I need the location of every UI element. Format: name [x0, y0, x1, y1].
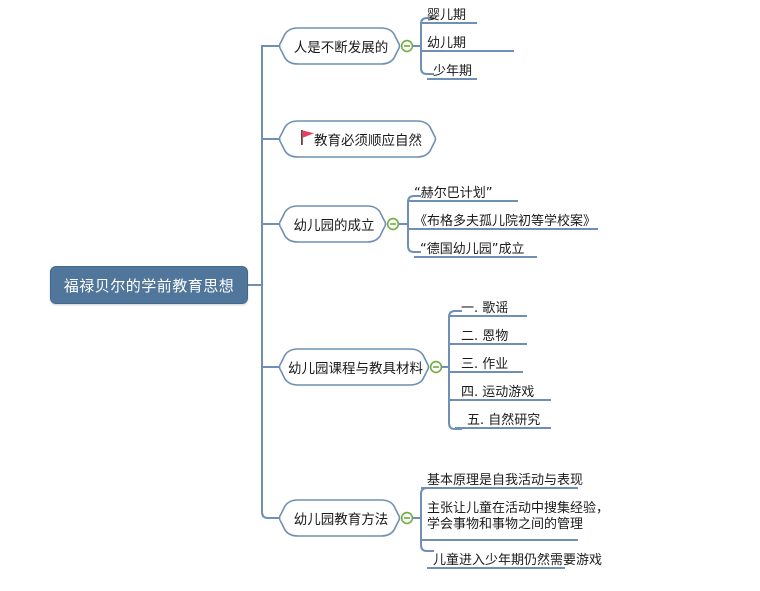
leaf-node[interactable]: 幼儿期	[427, 36, 467, 51]
branch-node-2[interactable]: 教育必须顺应自然	[281, 121, 437, 157]
root-label: 福禄贝尔的学前教育思想	[63, 276, 235, 295]
leaf-node[interactable]: 五. 自然研究	[467, 413, 541, 428]
branch-4-label: 幼儿园课程与教具材料	[288, 361, 423, 377]
branch-4-toggle-icon	[429, 360, 443, 374]
leaf-node[interactable]: 少年期	[433, 64, 473, 79]
branch-2-text: 教育必须顺应自然	[314, 133, 422, 149]
branch-1-label: 人是不断发展的	[293, 40, 389, 56]
branch-1-toggle-icon	[400, 39, 414, 53]
branch-5-toggle-icon	[400, 511, 414, 525]
main-trunk-line	[261, 45, 269, 519]
branch-2-label: 教育必须顺应自然	[296, 129, 422, 149]
leaf-node[interactable]: 三. 作业	[461, 357, 509, 372]
branch-3-toggle-icon	[386, 217, 400, 231]
branch-node-3[interactable]: 幼儿园的成立	[281, 206, 387, 242]
leaf-node[interactable]: 儿童进入少年期仍然需要游戏	[433, 553, 603, 568]
leaf-node[interactable]: 《布格多夫孤儿院初等学校案》	[414, 214, 597, 229]
leaf-node[interactable]: 主张让儿童在活动中搜集经验， 学会事物和事物之间的管理	[427, 501, 610, 532]
leaf-node[interactable]: 婴儿期	[427, 8, 467, 23]
branch-node-4[interactable]: 幼儿园课程与教具材料	[281, 349, 430, 385]
branch-3-label: 幼儿园的成立	[293, 218, 375, 234]
root-node[interactable]: 福禄贝尔的学前教育思想	[50, 266, 248, 304]
branch-node-1[interactable]: 人是不断发展的	[281, 28, 401, 64]
leaf-node[interactable]: “赫尔巴计划”	[414, 186, 493, 201]
red-flag-icon-slot	[296, 133, 309, 148]
leaf-node[interactable]: “德国幼儿园”成立	[420, 242, 525, 257]
leaf-node[interactable]: 一. 歌谣	[461, 301, 509, 316]
branch-5-label: 幼儿园教育方法	[293, 512, 389, 528]
leaf-node[interactable]: 四. 运动游戏	[461, 385, 535, 400]
leaf-node[interactable]: 基本原理是自我活动与表现	[427, 473, 584, 488]
leaf-node[interactable]: 二. 恩物	[461, 329, 509, 344]
branch-node-5[interactable]: 幼儿园教育方法	[281, 500, 401, 536]
